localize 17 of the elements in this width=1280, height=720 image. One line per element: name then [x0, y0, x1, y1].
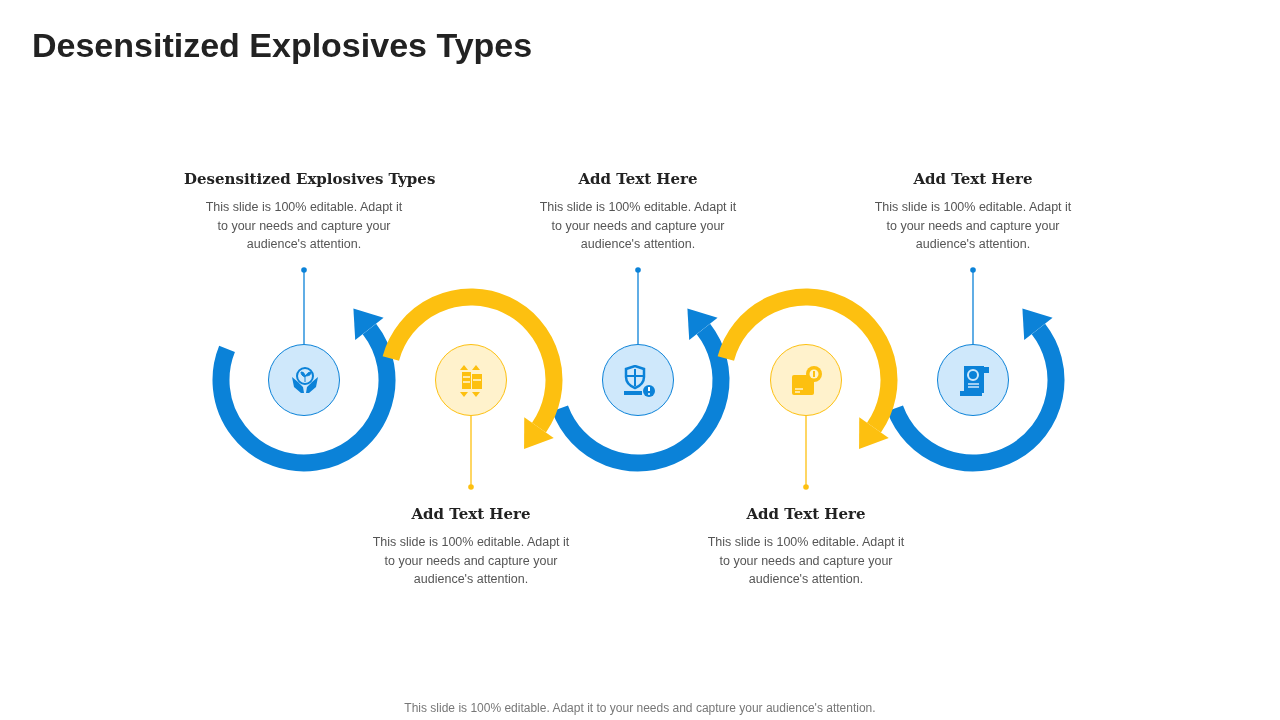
description: This slide is 100% editable. Adapt it to your needs and capture your audience's attention.: [538, 199, 738, 253]
leader-line: [803, 415, 809, 490]
title: Desensitized Explosives Types: [32, 26, 533, 65]
description: This slide is 100% editable. Adapt it to your needs and capture your audience's attention.: [873, 199, 1073, 253]
heading: Desensitized Explosives Types: [184, 170, 436, 188]
heading: Add Text Here: [411, 505, 531, 523]
description: This slide is 100% editable. Adapt it to your needs and capture your audience's attention.: [706, 534, 906, 588]
description: This slide is 100% editable. Adapt it to your needs and capture your audience's attention.: [204, 199, 404, 253]
leader-line: [970, 267, 976, 345]
heading: Add Text Here: [746, 505, 866, 523]
description: This slide is 100% editable. Adapt it to your needs and capture your audience's attention.: [371, 534, 571, 588]
leader-line: [635, 267, 641, 345]
heading: Add Text Here: [578, 170, 698, 188]
leader-line: [301, 267, 307, 345]
caption: This slide is 100% editable. Adapt it to your needs and capture your audience's attention.: [403, 701, 877, 715]
leader-line: [468, 415, 474, 490]
heading: Add Text Here: [913, 170, 1033, 188]
